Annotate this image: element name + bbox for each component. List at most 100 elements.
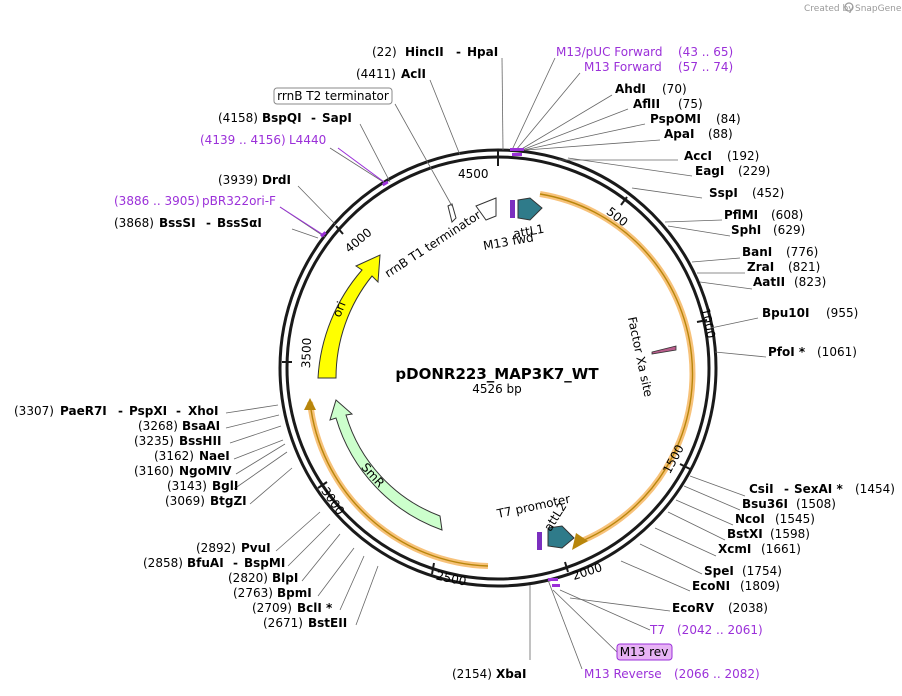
primer-name: T7 xyxy=(649,623,665,637)
primer-range: (43 .. 65) xyxy=(678,45,733,59)
enzyme-pos: (3268) xyxy=(138,419,178,433)
enzyme-name: PvuI xyxy=(241,541,271,555)
enzyme-name: PaeR7I xyxy=(60,404,107,418)
enzyme-pos: (2038) xyxy=(728,601,768,615)
enzyme-name: AhdI xyxy=(615,82,646,96)
primer-range: (57 .. 74) xyxy=(678,60,733,74)
enzyme-pos: (821) xyxy=(788,260,820,274)
factor-xa-label: Factor Xa site xyxy=(625,315,656,398)
enzyme-pos: (1754) xyxy=(742,564,782,578)
ori-label: ori xyxy=(330,299,349,319)
tick-1000: 1000 xyxy=(698,307,718,340)
enzyme-name: EcoRV xyxy=(672,601,715,615)
enzyme-name: DrdI xyxy=(262,173,291,187)
enzyme-pos: (608) xyxy=(771,208,803,222)
enzyme-name: BtgZI xyxy=(210,494,247,508)
enzyme-name: EagI xyxy=(695,164,724,178)
m13-fwd-label: M13 fwd xyxy=(482,230,535,253)
enzyme-pos: (4158) xyxy=(218,111,258,125)
svg-text:-: - xyxy=(233,556,238,570)
enzyme-name: BclI * xyxy=(297,601,333,615)
enzyme-name: BanI xyxy=(742,245,772,259)
primer-range: (3886 .. 3905) xyxy=(114,194,200,208)
enzyme-pos: (823) xyxy=(794,275,826,289)
enzyme-name: XcmI xyxy=(718,542,751,556)
svg-text:-: - xyxy=(176,404,181,418)
enzyme-name: BspQI xyxy=(262,111,302,125)
enzyme-name: BstEII xyxy=(308,616,347,630)
enzyme-name: AflII xyxy=(633,97,660,111)
position-ticks xyxy=(282,150,708,575)
tick-2500: 2500 xyxy=(435,569,468,589)
enzyme-name: CsiI xyxy=(749,482,774,496)
enzyme-pos: (1508) xyxy=(796,497,836,511)
enzyme-name: HincII xyxy=(405,45,444,59)
enzyme-name: SapI xyxy=(322,111,352,125)
enzyme-pos: (2763) xyxy=(233,586,273,600)
rrnb-t1-terminator-icon xyxy=(447,203,457,223)
enzyme-pos: (3160) xyxy=(134,464,174,478)
svg-text:-: - xyxy=(784,482,789,496)
enzyme-name: XhoI xyxy=(188,404,219,418)
enzyme-pos: (3307) xyxy=(14,404,54,418)
enzyme-pos: (192) xyxy=(727,149,759,163)
ori-feature-arrow xyxy=(317,254,381,379)
factor-xa-site xyxy=(651,345,677,355)
enzyme-pos: (1061) xyxy=(817,345,857,359)
rrnb-t2-box xyxy=(273,87,393,105)
tick-4500: 4500 xyxy=(458,167,489,181)
enzyme-pos: (3069) xyxy=(165,494,205,508)
primer-range: (4139 .. 4156) xyxy=(200,133,286,147)
enzyme-pos: (2858) xyxy=(143,556,183,570)
enzyme-pos: (629) xyxy=(773,223,805,237)
enzyme-pos: (452) xyxy=(752,186,784,200)
svg-text:-: - xyxy=(206,216,211,230)
rrnb-t1-arrow-icon xyxy=(475,197,497,221)
primer-name: M13 Forward xyxy=(584,60,662,74)
tick-4000: 4000 xyxy=(342,225,374,255)
primer-markers xyxy=(320,148,560,587)
enzyme-pos: (1454) xyxy=(855,482,895,496)
attl1-label: attL1 xyxy=(512,222,545,241)
attl2-marker xyxy=(537,532,542,550)
enzyme-pos: (75) xyxy=(678,97,703,111)
enzyme-pos: (955) xyxy=(826,306,858,320)
enzyme-pos: (2154) xyxy=(452,667,492,681)
enzyme-name: BpmI xyxy=(277,586,312,600)
primer-labels: M13/pUC Forward (43 .. 65) M13 Forward (… xyxy=(114,45,763,681)
enzyme-name: AclI xyxy=(401,67,426,81)
rrnb-t1-label: rrnB T1 terminator xyxy=(382,208,483,281)
enzyme-name: AccI xyxy=(684,149,712,163)
primer-name: L4440 xyxy=(289,133,326,147)
enzyme-name: PspXI xyxy=(129,404,167,418)
enzyme-name: BssSI xyxy=(159,216,196,230)
primer-range: (2042 .. 2061) xyxy=(677,623,763,637)
credit-brand: SnapGene xyxy=(855,4,902,14)
primer-range: (2066 .. 2082) xyxy=(674,667,760,681)
enzyme-name: SexAI * xyxy=(794,482,843,496)
enzyme-pos: (88) xyxy=(708,127,733,141)
enzyme-name: PflMI xyxy=(724,208,758,222)
enzyme-name: Bpu10I xyxy=(762,306,809,320)
enzyme-pos: (1598) xyxy=(770,527,810,541)
attl2-arrow-icon xyxy=(547,525,575,549)
svg-text:-: - xyxy=(456,45,461,59)
rrnb-t2-label: rrnB T2 terminator xyxy=(277,89,389,103)
enzyme-pos: (3939) xyxy=(218,173,258,187)
enzyme-pos: (2671) xyxy=(263,616,303,630)
enzyme-pos: (3162) xyxy=(154,449,194,463)
enzyme-pos: (3143) xyxy=(167,479,207,493)
enzyme-pos: (84) xyxy=(716,112,741,126)
enzyme-pos: (4411) xyxy=(356,67,396,81)
enzyme-pos: (3868) xyxy=(114,216,154,230)
plasmid-length: 4526 bp xyxy=(472,382,522,396)
enzyme-name: SpeI xyxy=(704,564,734,578)
credit-text: Created by xyxy=(804,4,854,14)
orf-arrow-head xyxy=(572,533,588,550)
snapgene-credit: Created by SnapGene xyxy=(804,2,902,14)
enzyme-name: Bsu36I xyxy=(742,497,788,511)
enzyme-labels: (22) HincII - HpaI (4411) AclI (4158) Bs… xyxy=(14,45,895,681)
orf2-arrow-head xyxy=(304,398,316,410)
enzyme-name: BspMI xyxy=(244,556,285,570)
primer-name: M13 Reverse xyxy=(584,667,662,681)
